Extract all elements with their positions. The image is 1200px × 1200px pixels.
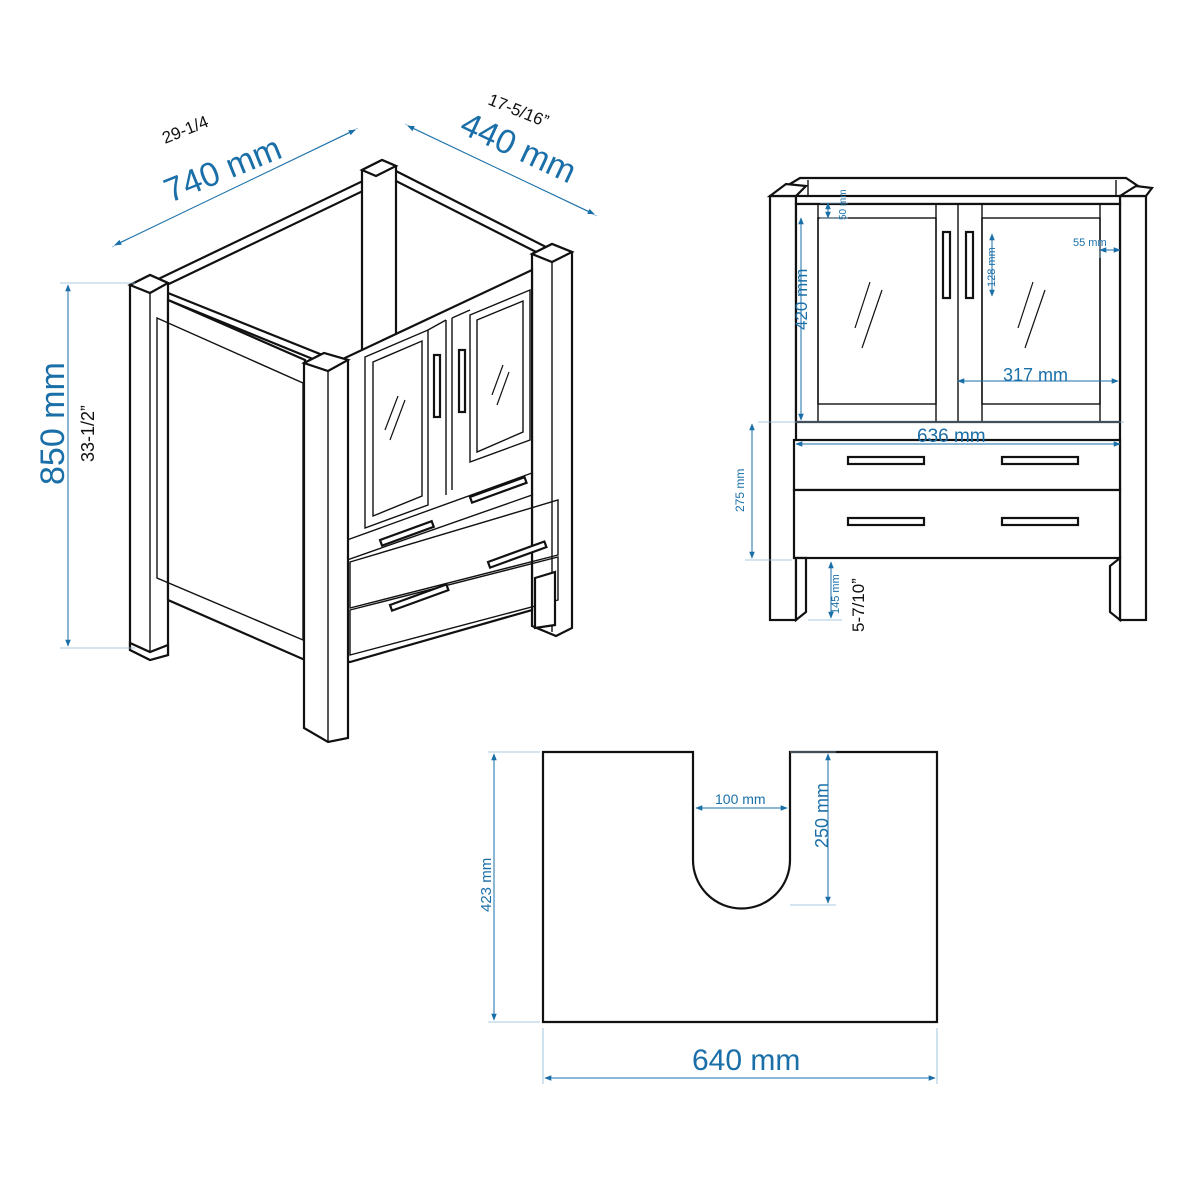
top-depth-label: 423 mm xyxy=(478,858,495,912)
cutout-width-label: 100 mm xyxy=(715,791,766,807)
door-height-label: 420 mm xyxy=(792,269,811,330)
stile-label: 55 mm xyxy=(1073,237,1107,249)
leg-height-inch-label: 5-7/10ˮ xyxy=(849,578,868,632)
height-mm-label: 850 mm xyxy=(34,362,72,485)
drawer-height-label: 275 mm xyxy=(733,469,747,512)
height-inch-label: 33-1/2ˮ xyxy=(78,405,98,462)
cutout-depth-label: 250 mm xyxy=(812,783,832,848)
width-inch-label: 29-1/4 xyxy=(159,112,211,148)
top-view-dimensions: 100 mm 250 mm 423 mm 640 mm xyxy=(478,751,938,1084)
top-rail-label: 50 mm xyxy=(838,189,849,220)
perspective-view xyxy=(127,158,575,744)
leg-height-mm-label: 145 mm xyxy=(830,574,842,614)
front-view xyxy=(766,176,1155,623)
perspective-dimensions: 29-1/4 740 mm 17-5/16ˮ 440 mm 850 mm 33-… xyxy=(34,90,598,649)
front-dimensions: 50 mm 55 mm 128 mm 420 mm 317 mm 636 mm … xyxy=(733,189,1124,632)
handle-length-label: 128 mm xyxy=(986,247,998,287)
door-width-label: 317 mm xyxy=(1003,365,1068,385)
top-view xyxy=(541,750,939,1024)
top-width-label: 640 mm xyxy=(692,1044,800,1077)
inner-width-label: 636 mm xyxy=(917,426,986,447)
